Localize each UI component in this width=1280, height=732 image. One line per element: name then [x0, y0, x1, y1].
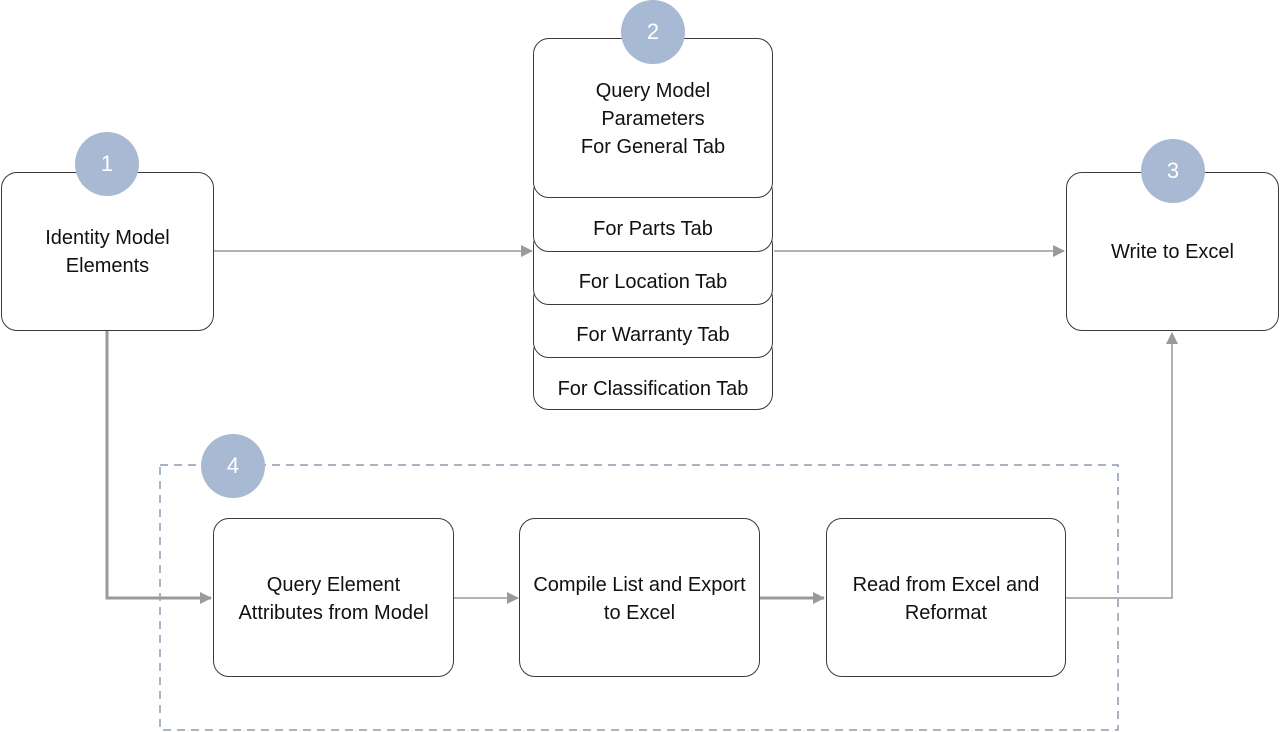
read-from-excel-box: Read from Excel and Reformat — [826, 518, 1066, 677]
query-model-parameters-label: Query Model Parameters For General Tab — [580, 80, 726, 158]
tab-card-parts-label: For Parts Tab — [593, 218, 713, 240]
tab-card-warranty-label: For Warranty Tab — [576, 324, 730, 346]
tab-card-classification-label: For Classification Tab — [557, 378, 749, 400]
step-badge-3: 3 — [1141, 139, 1205, 203]
query-element-attributes-box: Query Element Attributes from Model — [213, 518, 454, 677]
identify-model-elements-label: Identity Model Elements — [45, 226, 170, 277]
arrow-identify-to-query-attributes — [105, 331, 212, 604]
step-badge-2: 2 — [621, 0, 685, 64]
compile-list-box: Compile List and Export to Excel — [519, 518, 760, 677]
read-from-excel-label: Read from Excel and Reformat — [852, 574, 1040, 624]
step-badge-2-number: 2 — [646, 19, 660, 44]
query-element-attributes-label: Query Element Attributes from Model — [238, 574, 429, 624]
step-badge-1: 1 — [75, 132, 139, 196]
compile-list-label: Compile List and Export to Excel — [533, 574, 746, 624]
arrow-read-excel-to-write-excel — [1066, 332, 1178, 599]
step-badge-4: 4 — [201, 434, 265, 498]
query-model-parameters-box: Query Model Parameters For General Tab — [533, 38, 773, 198]
step-badge-4-number: 4 — [226, 453, 240, 478]
write-to-excel-label: Write to Excel — [1111, 240, 1234, 263]
identify-model-elements-box: Identity Model Elements — [1, 172, 214, 331]
step-badge-1-number: 1 — [100, 151, 114, 176]
tab-card-location-label: For Location Tab — [578, 271, 728, 293]
step-badge-3-number: 3 — [1166, 158, 1180, 183]
